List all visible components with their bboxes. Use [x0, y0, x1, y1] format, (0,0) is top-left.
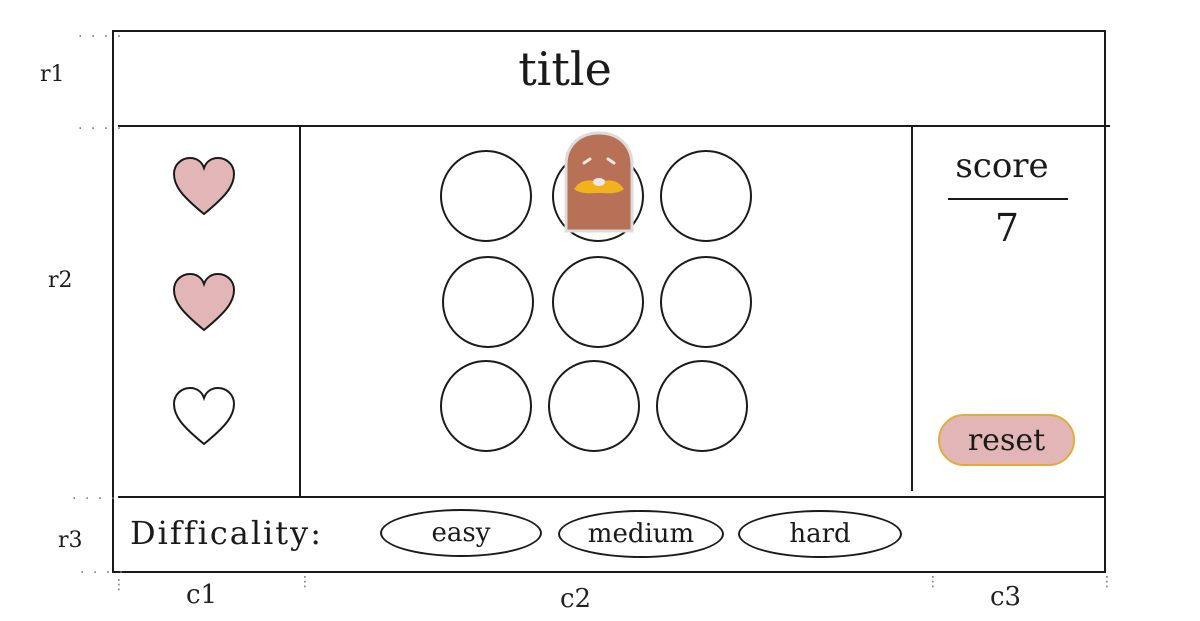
mole-hole[interactable] — [442, 256, 534, 348]
frame-top — [112, 30, 1106, 32]
heart-icon — [172, 386, 236, 446]
score-value: 7 — [994, 206, 1020, 250]
heart-icon — [172, 156, 236, 216]
guide-dots: · · · · — [78, 29, 124, 45]
difficulty-easy-button[interactable]: easy — [380, 509, 542, 557]
mole-hole[interactable] — [548, 360, 640, 452]
row2-divider — [118, 496, 1106, 498]
mole-hole[interactable] — [660, 150, 752, 242]
mole-hole[interactable] — [552, 256, 644, 348]
frame-bottom — [112, 571, 1106, 573]
col2-divider — [911, 127, 913, 491]
guide-dots: · · · · — [78, 121, 124, 137]
difficulty-hard-button[interactable]: hard — [738, 510, 902, 558]
heart-icon — [172, 272, 236, 332]
mole-hole[interactable] — [656, 360, 748, 452]
col-label-c2: c2 — [560, 584, 592, 614]
guide-dots: ⋮ — [1100, 574, 1116, 590]
guide-dots: ⋮ — [926, 574, 942, 590]
guide-dots: ⋮ — [112, 577, 128, 593]
score-divider — [948, 198, 1068, 200]
frame-left — [112, 30, 114, 572]
mole-hole[interactable] — [440, 360, 532, 452]
page-title: title — [518, 42, 612, 96]
mole-hole[interactable] — [440, 150, 532, 242]
col-label-c3: c3 — [990, 582, 1022, 612]
frame-right — [1104, 30, 1106, 572]
row-label-r1: r1 — [40, 62, 65, 87]
difficulty-medium-button[interactable]: medium — [558, 510, 724, 558]
score-label: score — [955, 146, 1049, 186]
row1-divider — [118, 125, 1110, 127]
row-label-r3: r3 — [58, 528, 83, 553]
reset-button[interactable]: reset — [938, 414, 1075, 466]
row-label-r2: r2 — [48, 268, 73, 293]
difficulty-label: Difficality: — [130, 514, 323, 552]
col1-divider — [299, 127, 301, 498]
guide-dots: · · · · — [72, 491, 118, 507]
mole-hole[interactable] — [660, 256, 752, 348]
guide-dots: ⋮ — [298, 574, 314, 590]
col-label-c1: c1 — [186, 580, 218, 610]
mole-icon[interactable] — [562, 131, 636, 233]
guide-dots: · · · · — [80, 565, 126, 581]
